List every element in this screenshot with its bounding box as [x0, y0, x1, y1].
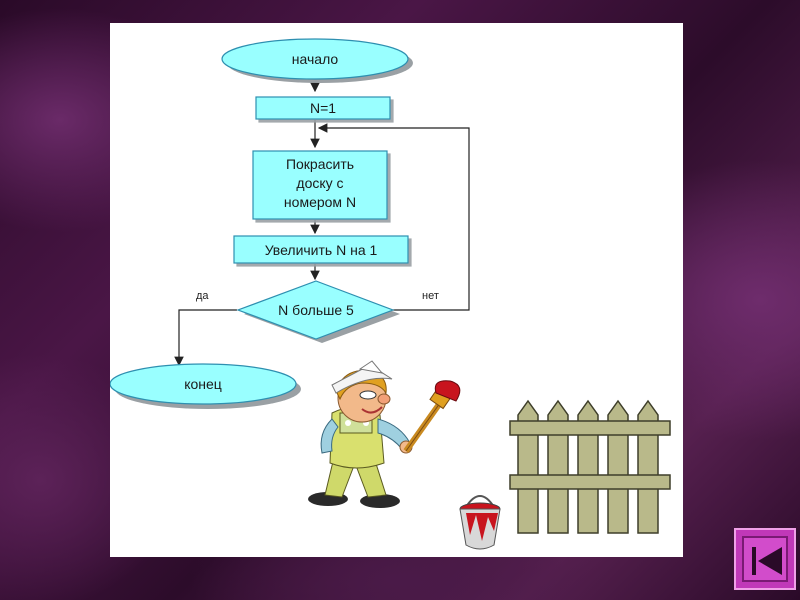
paint-node: Покрасить доску с номером N — [252, 150, 388, 220]
connectors — [174, 81, 470, 367]
paint-bucket-icon — [459, 495, 501, 550]
start-node: начало — [221, 38, 413, 83]
painter-boy-icon — [308, 360, 413, 508]
paint-label-line-1: Покрасить — [286, 156, 354, 172]
paint-label-line-3: номером N — [284, 194, 356, 210]
end-node: конец — [110, 363, 301, 409]
paint-brush-icon — [403, 380, 461, 453]
condition-label: N больше 5 — [278, 302, 354, 318]
flowchart: начало N=1 Покрасить доску с номером N У… — [110, 38, 671, 550]
slide-panel: начало N=1 Покрасить доску с номером N У… — [110, 23, 683, 557]
end-label: конец — [184, 376, 222, 392]
start-label: начало — [292, 51, 339, 67]
increment-node: Увеличить N на 1 — [233, 235, 409, 264]
condition-node: N больше 5 — [236, 280, 400, 343]
yes-label: да — [196, 290, 209, 302]
increment-label: Увеличить N на 1 — [265, 242, 378, 258]
edge-exit-yes — [174, 309, 237, 367]
skip-back-icon — [752, 547, 782, 575]
no-label: нет — [422, 290, 439, 302]
back-to-start-icon — [742, 536, 788, 582]
paint-label-line-2: доску с — [296, 175, 343, 191]
fence-icon — [509, 399, 671, 534]
init-label: N=1 — [310, 100, 336, 116]
back-to-start-button[interactable] — [734, 528, 796, 590]
init-node: N=1 — [255, 96, 391, 120]
edge-loop-no — [317, 123, 470, 311]
